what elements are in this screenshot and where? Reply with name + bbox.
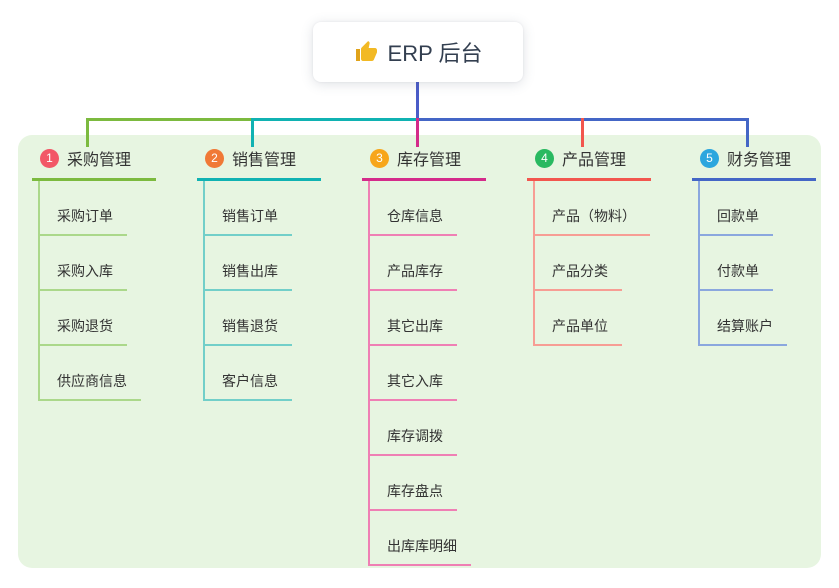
branch-drop-3 — [416, 118, 419, 147]
list-item: 其它入库 — [370, 346, 522, 401]
branch-badge-4: 4 — [535, 148, 554, 168]
branch-label-1: 采购管理 — [67, 152, 132, 169]
child-node-1-2[interactable]: 采购入库 — [40, 261, 127, 291]
list-item: 仓库信息 — [370, 181, 522, 236]
list-item: 库存调拨 — [370, 401, 522, 456]
list-item: 销售退货 — [205, 291, 357, 346]
branch-header-2[interactable]: 2 销售管理 — [197, 146, 321, 181]
child-node-3-6[interactable]: 库存盘点 — [370, 481, 457, 511]
list-item: 产品分类 — [535, 236, 687, 291]
list-item: 采购入库 — [40, 236, 192, 291]
child-node-5-3[interactable]: 结算账户 — [700, 316, 787, 346]
thumbs-up-icon — [355, 41, 377, 61]
branch-3: 3 库存管理仓库信息产品库存其它出库其它入库库存调拨库存盘点出库库明细 — [362, 146, 522, 566]
child-node-3-3[interactable]: 其它出库 — [370, 316, 457, 346]
child-node-3-7[interactable]: 出库库明细 — [370, 536, 471, 566]
list-item: 采购订单 — [40, 181, 192, 236]
list-item: 客户信息 — [205, 346, 357, 401]
child-node-2-4[interactable]: 客户信息 — [205, 371, 292, 401]
branch-drop-5 — [746, 118, 749, 147]
list-item: 采购退货 — [40, 291, 192, 346]
list-item: 产品（物料） — [535, 181, 687, 236]
branch-label-3: 库存管理 — [397, 152, 462, 169]
child-node-1-4[interactable]: 供应商信息 — [40, 371, 141, 401]
branch-label-4: 产品管理 — [562, 152, 627, 169]
child-node-3-4[interactable]: 其它入库 — [370, 371, 457, 401]
list-item: 出库库明细 — [370, 511, 522, 566]
branch-1: 1 采购管理采购订单采购入库采购退货供应商信息 — [32, 146, 192, 401]
list-item: 库存盘点 — [370, 456, 522, 511]
branch-5: 5 财务管理回款单付款单结算账户 — [692, 146, 839, 346]
list-item: 产品库存 — [370, 236, 522, 291]
child-node-3-2[interactable]: 产品库存 — [370, 261, 457, 291]
bus-segment-1 — [86, 118, 251, 121]
root-connector — [416, 82, 419, 121]
branch-drop-1 — [86, 118, 89, 147]
list-item: 产品单位 — [535, 291, 687, 346]
child-node-1-3[interactable]: 采购退货 — [40, 316, 127, 346]
root-title: ERP 后台 — [387, 41, 483, 66]
branch-label-2: 销售管理 — [232, 152, 297, 169]
child-node-5-2[interactable]: 付款单 — [700, 261, 773, 291]
child-node-2-2[interactable]: 销售出库 — [205, 261, 292, 291]
branch-4: 4 产品管理产品（物料） 产品分类产品单位 — [527, 146, 687, 346]
list-item: 结算账户 — [700, 291, 839, 346]
branches-panel — [18, 135, 821, 568]
branch-header-4[interactable]: 4 产品管理 — [527, 146, 651, 181]
branch-header-3[interactable]: 3 库存管理 — [362, 146, 486, 181]
child-node-1-1[interactable]: 采购订单 — [40, 206, 127, 236]
list-item: 付款单 — [700, 236, 839, 291]
child-node-4-1[interactable]: 产品（物料） — [535, 206, 650, 236]
list-item: 供应商信息 — [40, 346, 192, 401]
branch-children-3: 仓库信息产品库存其它出库其它入库库存调拨库存盘点出库库明细 — [368, 181, 522, 566]
child-node-3-1[interactable]: 仓库信息 — [370, 206, 457, 236]
list-item: 销售订单 — [205, 181, 357, 236]
branch-2: 2 销售管理销售订单销售出库销售退货客户信息 — [197, 146, 357, 401]
root-node-erp[interactable]: ERP 后台 — [313, 22, 523, 82]
branch-children-2: 销售订单销售出库销售退货客户信息 — [203, 181, 357, 401]
child-node-5-1[interactable]: 回款单 — [700, 206, 773, 236]
bus-segment-2 — [251, 118, 416, 121]
branch-children-4: 产品（物料） 产品分类产品单位 — [533, 181, 687, 346]
branch-drop-4 — [581, 118, 584, 147]
branch-children-5: 回款单付款单结算账户 — [698, 181, 839, 346]
list-item: 回款单 — [700, 181, 839, 236]
child-node-2-1[interactable]: 销售订单 — [205, 206, 292, 236]
branch-badge-2: 2 — [205, 148, 224, 168]
branch-header-1[interactable]: 1 采购管理 — [32, 146, 156, 181]
branch-children-1: 采购订单采购入库采购退货供应商信息 — [38, 181, 192, 401]
branch-badge-1: 1 — [40, 148, 59, 168]
branch-label-5: 财务管理 — [727, 152, 792, 169]
branch-drop-2 — [251, 118, 254, 147]
child-node-4-3[interactable]: 产品单位 — [535, 316, 622, 346]
child-node-2-3[interactable]: 销售退货 — [205, 316, 292, 346]
child-node-3-5[interactable]: 库存调拨 — [370, 426, 457, 456]
branch-badge-3: 3 — [370, 148, 389, 168]
branch-badge-5: 5 — [700, 148, 719, 168]
branch-header-5[interactable]: 5 财务管理 — [692, 146, 816, 181]
child-node-4-2[interactable]: 产品分类 — [535, 261, 622, 291]
list-item: 其它出库 — [370, 291, 522, 346]
list-item: 销售出库 — [205, 236, 357, 291]
